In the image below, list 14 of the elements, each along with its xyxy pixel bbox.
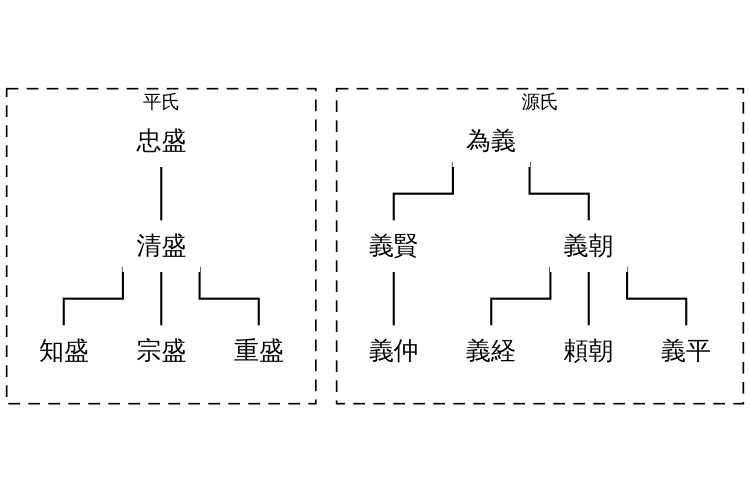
node-text: 義仲	[368, 336, 419, 366]
node-text: 宗盛	[136, 336, 186, 366]
node-text: 頼朝	[564, 336, 614, 366]
connector	[160, 271, 162, 327]
node-text: 忠盛	[136, 126, 186, 156]
node-text: 知盛	[38, 336, 89, 366]
node-text: 重盛	[234, 336, 284, 366]
connector	[392, 271, 395, 327]
connector	[588, 271, 590, 327]
node-text: 義平	[661, 336, 712, 366]
node-text: 義賢	[368, 231, 419, 261]
node-text: 義経	[466, 336, 516, 366]
connector	[160, 166, 162, 222]
node-text: 為義	[466, 126, 516, 156]
